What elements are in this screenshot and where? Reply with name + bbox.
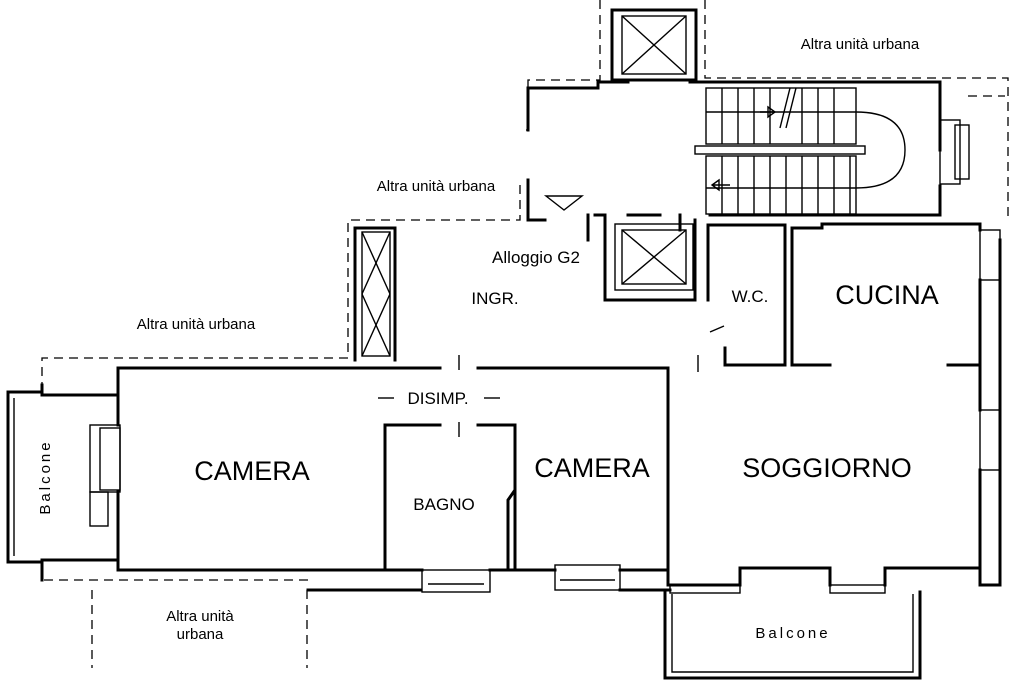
neighbor-label-mid: Altra unità urbana [377,178,496,195]
door-marks [378,325,725,437]
balcony-left [6,390,44,564]
room-label-soggiorno: SOGGIORNO [742,453,912,483]
walls [40,80,1002,592]
neighbor-label-left: Altra unità urbana [137,316,256,333]
windows [89,119,1001,594]
entrance-arrow-icon [543,195,585,211]
lift-shaft-entry [614,223,694,291]
balcony-label-left: Balcone [37,439,54,514]
neighbor-label-bottom-line1: Altra unità [166,608,234,625]
room-label-camera-left: CAMERA [194,456,310,486]
staircase [694,87,906,215]
room-label-cucina: CUCINA [835,280,939,310]
balcony-label-bottom: Balcone [755,625,830,642]
lift-shaft-top [610,8,698,82]
room-label-wc: W.C. [732,287,769,306]
room-label-bagno: BAGNO [413,495,474,514]
room-label-camera-mid: CAMERA [534,453,650,483]
neighbor-boundaries [41,0,1009,668]
closet [361,231,391,357]
balcony-bottom [663,588,922,680]
unit-label: Alloggio G2 [492,248,580,267]
neighbor-label-top-right: Altra unità urbana [801,36,920,53]
room-label-ingr: INGR. [471,289,518,308]
neighbor-label-bottom-line2: urbana [177,626,224,643]
room-label-disimp: DISIMP. [407,389,468,408]
